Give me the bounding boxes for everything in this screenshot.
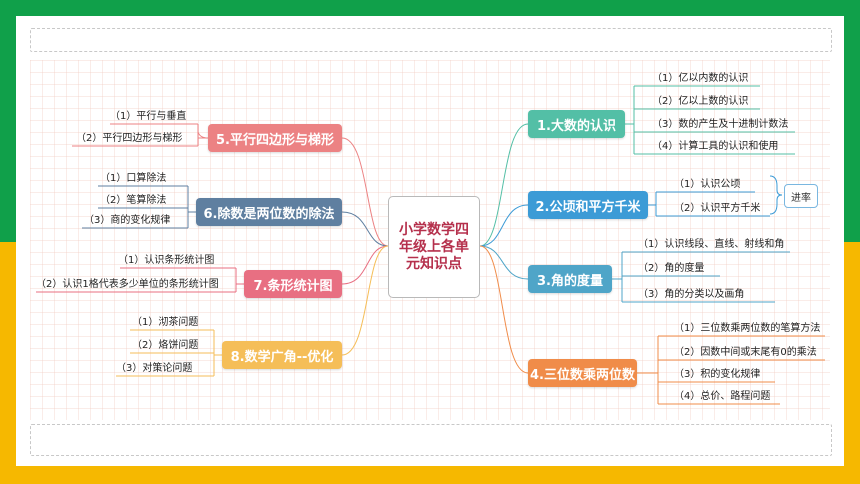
unit-1-item-1: （1）亿以内数的认识 — [652, 73, 749, 84]
unit-5-item-1: （1）平行与垂直 — [110, 111, 187, 122]
unit-4-item-2: （2）因数中间或末尾有0的乘法 — [674, 347, 817, 358]
top-dashed-box — [30, 28, 832, 52]
unit-2-item-2: （2）认识平方千米 — [674, 203, 761, 214]
unit-8-item-2: （2）烙饼问题 — [132, 340, 199, 351]
unit-4-node: 4.三位数乘两位数 — [528, 359, 637, 387]
unit-2-node: 2.公顷和平方千米 — [528, 191, 648, 219]
unit-8-item-3: （3）对策论问题 — [116, 363, 193, 374]
unit-1-item-3: （3）数的产生及十进制计数法 — [652, 119, 789, 130]
unit-3-item-2: （2）角的度量 — [638, 263, 705, 274]
unit-5-node: 5.平行四边形与梯形 — [208, 124, 342, 152]
unit-1-item-2: （2）亿以上数的认识 — [652, 96, 749, 107]
unit-3-node: 3.角的度量 — [528, 265, 612, 293]
unit-6-item-3: （3）商的变化规律 — [84, 215, 171, 226]
unit-4-item-3: （3）积的变化规律 — [674, 369, 761, 380]
unit-4-item-1: （1）三位数乘两位数的笔算方法 — [674, 323, 821, 334]
unit-5-item-2: （2）平行四边形与梯形 — [76, 133, 183, 144]
unit-8-item-1: （1）沏茶问题 — [132, 317, 199, 328]
unit-6-item-1: （1）口算除法 — [100, 173, 167, 184]
unit-6-item-2: （2）笔算除法 — [100, 195, 167, 206]
unit-4-item-4: （4）总价、路程问题 — [674, 391, 771, 402]
unit-1-node: 1.大数的认识 — [528, 110, 625, 138]
unit-8-node: 8.数学广角--优化 — [222, 341, 342, 369]
unit-7-item-2: （2）认识1格代表多少单位的条形统计图 — [36, 279, 219, 290]
unit-2-tag: 进率 — [784, 184, 818, 208]
unit-7-item-1: （1）认识条形统计图 — [118, 255, 215, 266]
center-topic: 小学数学四年级上各单元知识点 — [388, 196, 480, 298]
bottom-dashed-box — [30, 424, 832, 456]
unit-3-item-1: （1）认识线段、直线、射线和角 — [638, 239, 785, 250]
unit-7-node: 7.条形统计图 — [244, 270, 342, 298]
unit-2-item-1: （1）认识公顷 — [674, 179, 741, 190]
unit-6-node: 6.除数是两位数的除法 — [196, 198, 342, 226]
unit-3-item-3: （3）角的分类以及画角 — [638, 289, 745, 300]
unit-1-item-4: （4）计算工具的认识和使用 — [652, 141, 779, 152]
